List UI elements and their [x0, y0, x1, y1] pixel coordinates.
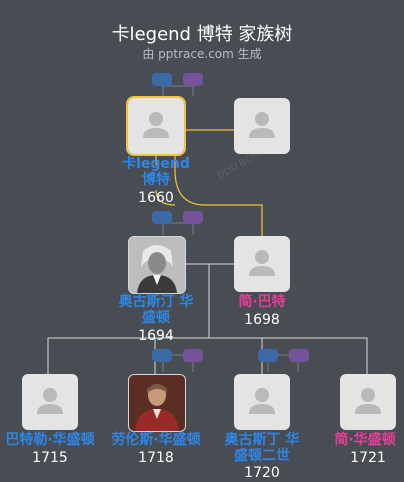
person-placeholder-icon: [249, 112, 275, 138]
person-name-c3: 奥古斯丁 华盛顿二世: [224, 432, 300, 464]
person-year-c2: 1718: [138, 450, 174, 466]
gen1-male-pill[interactable]: [152, 73, 172, 86]
person-year-c3: 1720: [244, 465, 280, 481]
gen2-female-pill[interactable]: [183, 211, 203, 224]
person-placeholder-icon: [37, 388, 63, 414]
person-card-c2[interactable]: [128, 374, 186, 432]
person-card-p4[interactable]: [234, 236, 290, 292]
page-subtitle: 由 pptrace.com 生成: [142, 47, 262, 61]
person-placeholder-icon: [355, 388, 381, 414]
person-name-c2: 劳伦斯·华盛顿: [111, 432, 201, 448]
gen1-female-pill[interactable]: [183, 73, 203, 86]
person-card-c3[interactable]: [234, 374, 290, 430]
gen3-left-male-pill[interactable]: [152, 349, 172, 362]
page-title: 卡legend 博特 家族树: [111, 24, 293, 45]
person-card-p1[interactable]: [126, 96, 186, 156]
gen3-right-male-pill[interactable]: [258, 349, 278, 362]
portrait-photo: [129, 237, 185, 293]
person-card-p2[interactable]: [234, 98, 290, 154]
person-year-c4: 1721: [350, 450, 386, 466]
person-name-p1: 卡legend 博特: [122, 156, 190, 188]
person-year-p1: 1660: [138, 190, 174, 206]
person-year-p4: 1698: [244, 312, 280, 328]
person-placeholder-icon: [249, 388, 275, 414]
person-name-p4: 简·巴特: [238, 294, 286, 310]
person-year-p3: 1694: [138, 328, 174, 344]
person-year-c1: 1715: [32, 450, 68, 466]
person-card-c1[interactable]: [22, 374, 78, 430]
person-name-c1: 巴特勒·华盛顿: [5, 432, 95, 448]
portrait-photo: [129, 375, 185, 431]
children-connector: [47, 264, 368, 374]
person-name-c4: 简·华盛顿: [334, 432, 396, 448]
person-name-p3: 奥古斯汀 华盛顿: [118, 294, 194, 326]
gen3-left-female-pill[interactable]: [183, 349, 203, 362]
gen3-right-female-pill[interactable]: [289, 349, 309, 362]
gen2-male-pill[interactable]: [152, 211, 172, 224]
person-card-p3[interactable]: [128, 236, 186, 294]
person-placeholder-icon: [143, 112, 169, 138]
person-placeholder-icon: [249, 250, 275, 276]
person-card-c4[interactable]: [340, 374, 396, 430]
